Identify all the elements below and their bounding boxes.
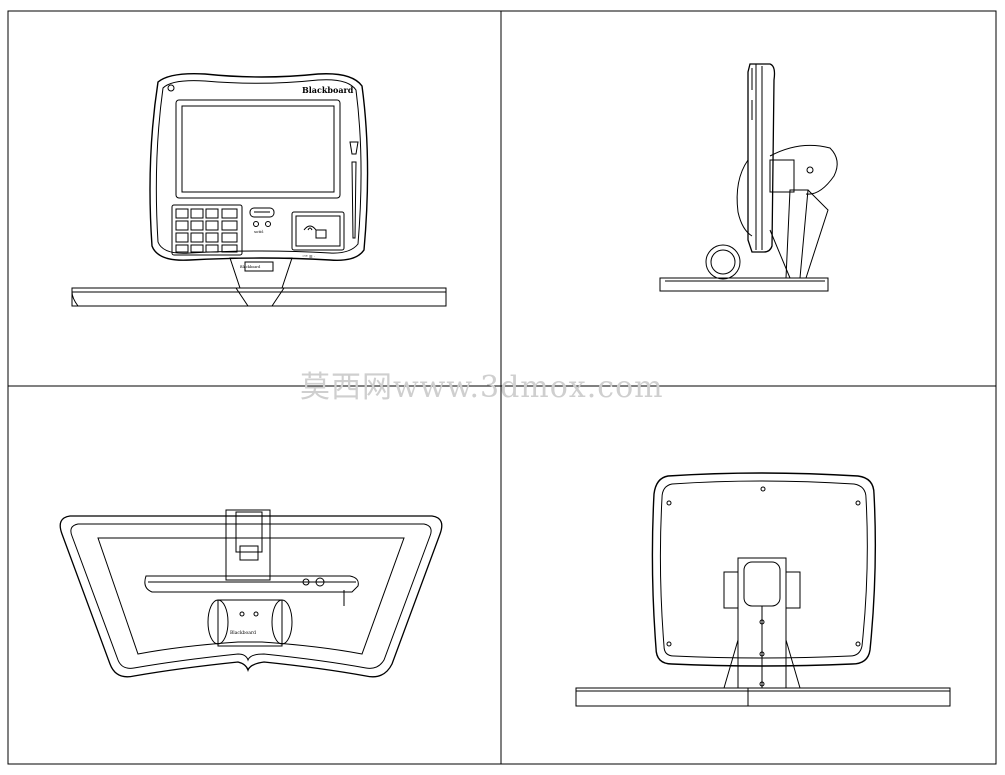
keypad-caption: sotiš <box>254 229 263 234</box>
side-view <box>659 63 838 292</box>
front-view <box>71 72 447 307</box>
grid-frame <box>7 10 997 765</box>
top-brand-label: Blackboard <box>230 630 256 636</box>
brand-label: Blackboard <box>302 85 354 95</box>
watermark-text: 莫西网www.3dmox.com <box>300 370 664 405</box>
keypad-keys <box>175 208 238 253</box>
back-view <box>575 472 951 707</box>
top-view <box>59 509 443 678</box>
neck-brand-label: Blackboard <box>240 265 261 269</box>
card-caption: ᴬᴳᴱ ☰ · <box>301 254 315 259</box>
